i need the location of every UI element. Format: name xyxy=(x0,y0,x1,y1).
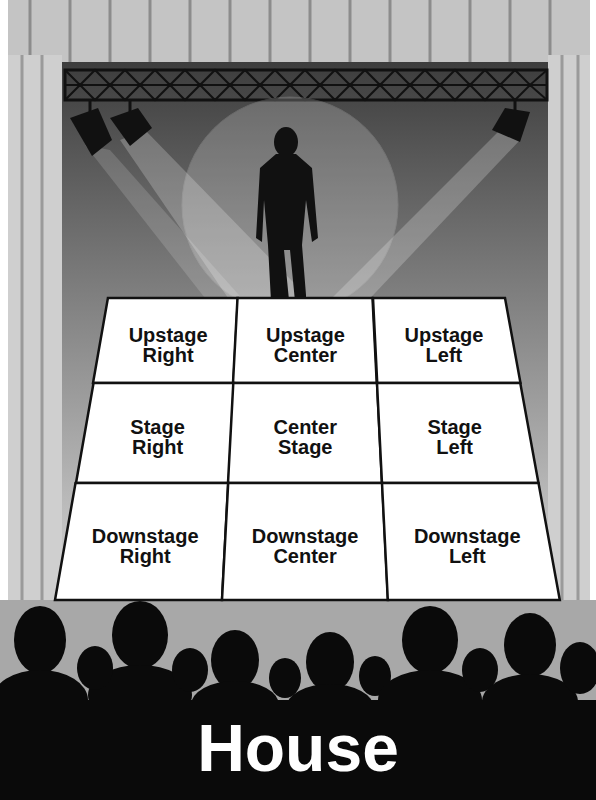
area-name: Downstage Right xyxy=(92,526,199,566)
stage-area: Upstage Right xyxy=(93,298,238,383)
area-name: Upstage Center xyxy=(266,325,345,365)
stage-area: Downstage Left xyxy=(382,483,560,600)
stage-area: Downstage Right xyxy=(55,483,228,600)
stage-area: Upstage Center xyxy=(233,298,377,383)
stage-area: Downstage Center xyxy=(222,483,388,600)
stage-area: Upstage Left xyxy=(373,298,520,383)
area-name: Upstage Right xyxy=(129,325,208,365)
area-name: Stage Left xyxy=(427,417,481,457)
audience-label: House xyxy=(0,712,596,785)
area-name: Center Stage xyxy=(274,417,337,457)
area-name: Downstage Center xyxy=(252,526,359,566)
area-name: Downstage Left xyxy=(414,526,521,566)
stage-area: Stage Left xyxy=(377,383,538,483)
stage-area: Stage Right xyxy=(76,383,234,483)
area-name: Upstage Left xyxy=(404,325,483,365)
stage-area: Center Stage xyxy=(228,383,382,483)
area-name: Stage Right xyxy=(130,417,184,457)
